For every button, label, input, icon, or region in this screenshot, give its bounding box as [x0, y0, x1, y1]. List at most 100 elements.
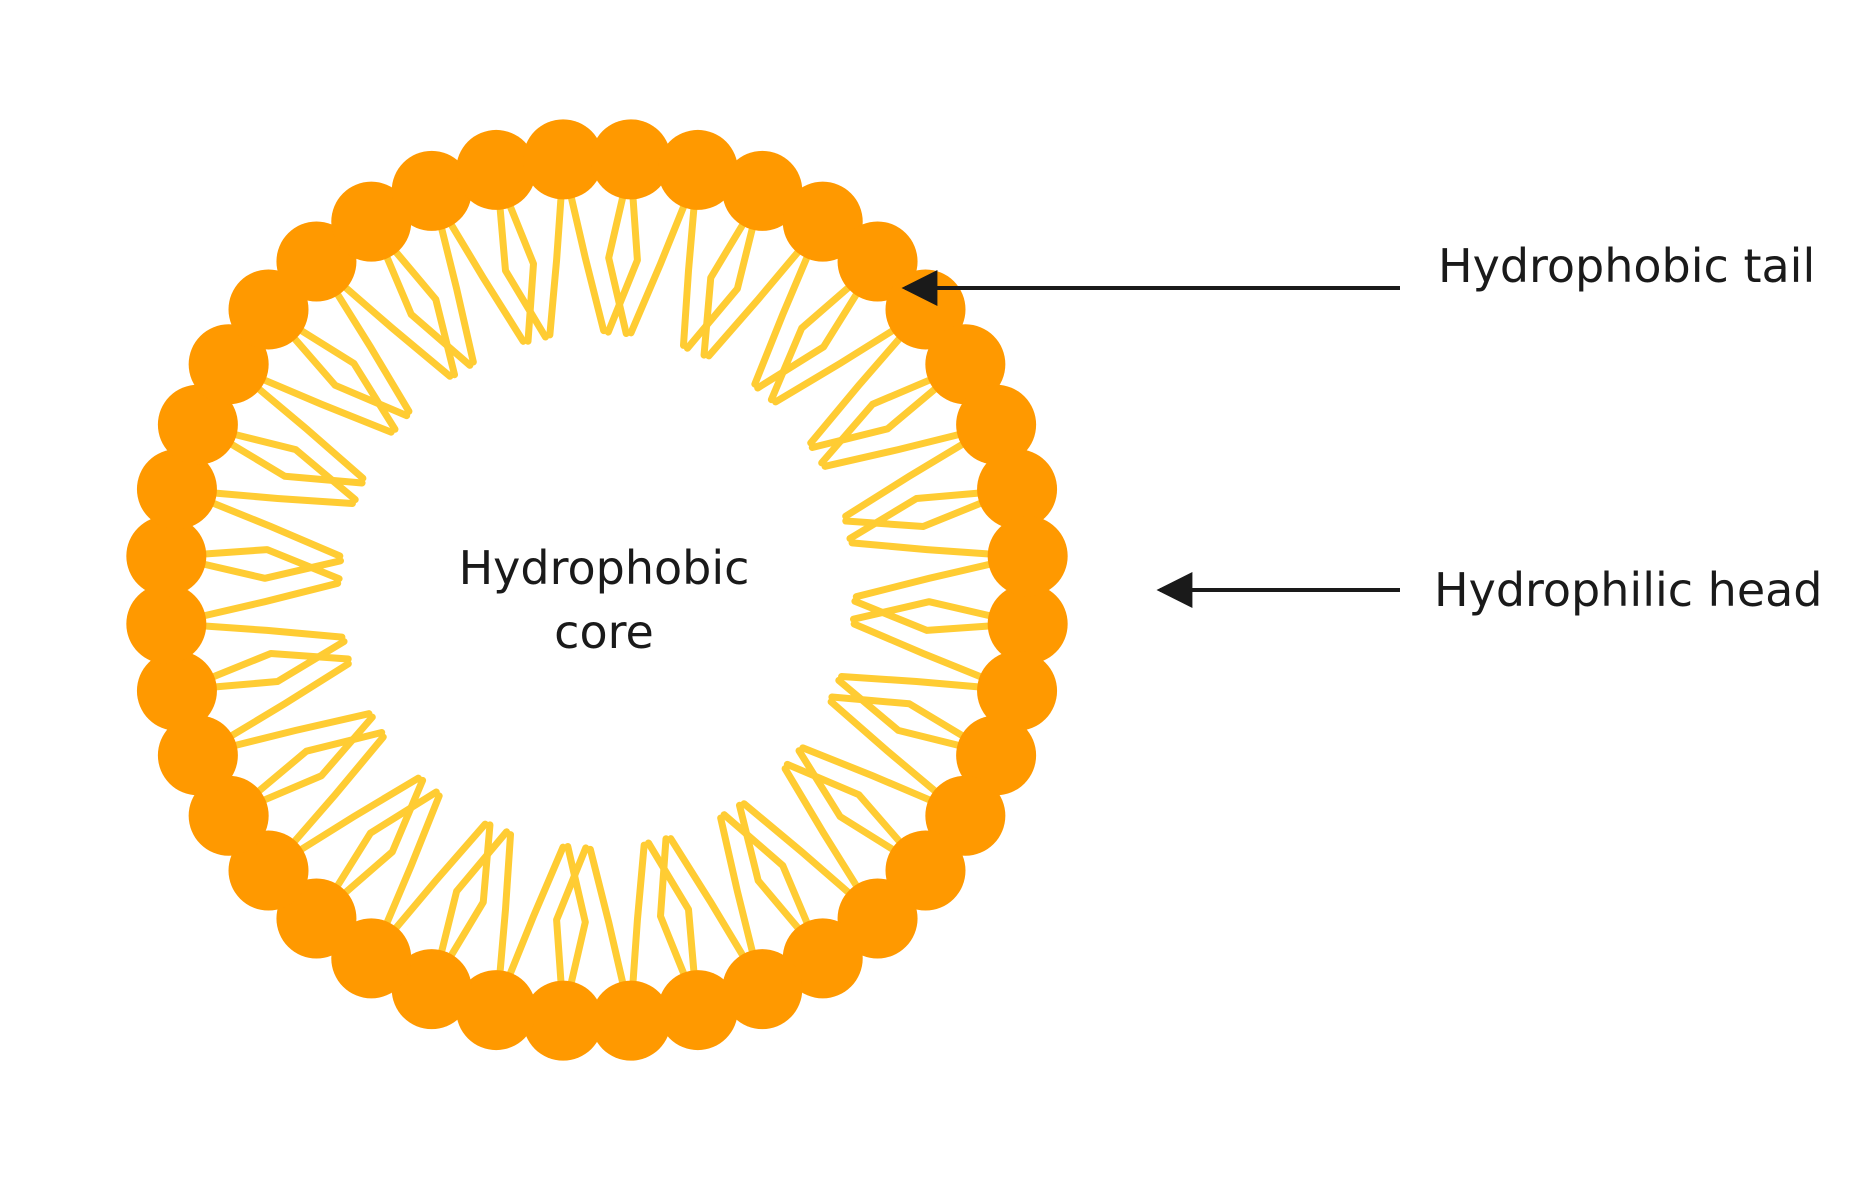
hydrophobic-tail [679, 206, 698, 349]
hydrophobic-tail [851, 597, 991, 634]
hydrophilic-head [456, 129, 537, 210]
hydrophilic-head [126, 583, 207, 664]
hydrophobic-tail [393, 820, 489, 931]
hydrophobic-tail [735, 801, 801, 931]
hydrophobic-tail [850, 620, 983, 680]
hydrophilic-head [331, 918, 412, 999]
hydrophobic-tail [393, 249, 459, 379]
hydrophilic-head [590, 980, 671, 1061]
hydrophobic-tail [213, 489, 356, 508]
hydrophobic-tail [291, 733, 387, 844]
hydrophobic-tail [334, 788, 440, 889]
hydrophilic-head [956, 384, 1037, 465]
hydrophilic-head [925, 775, 1006, 856]
hydrophobic-tail [334, 291, 413, 415]
hydrophobic-tail [667, 835, 746, 958]
core-label-line1: Hydrophobic [458, 541, 750, 595]
hydrophobic-tail [821, 431, 961, 470]
hydrophilic-head [188, 775, 269, 856]
hydrophobic-tail [827, 698, 938, 794]
hydrophobic-tail [838, 672, 981, 691]
hydrophobic-tail [384, 792, 443, 925]
hydrophobic-tail [553, 844, 590, 984]
hydrophobic-tail [848, 539, 991, 558]
hydrophobic-tail [842, 500, 983, 530]
hydrophobic-tail [203, 546, 343, 583]
hydrophobic-tail [717, 814, 756, 954]
tail-label: Hydrophobic tail [1438, 239, 1816, 293]
hydrophobic-tail [438, 828, 511, 954]
hydrophobic-tail [705, 249, 801, 360]
hydrophilic-head [331, 181, 412, 262]
hydrophobic-tail [807, 336, 903, 447]
hydrophobic-tail [262, 713, 376, 803]
hydrophobic-tail [233, 431, 359, 504]
hydrophilic-head [276, 221, 357, 302]
hydrophilic-head [391, 949, 472, 1030]
hydrophobic-tail [808, 386, 938, 452]
hydrophobic-tail [657, 835, 687, 976]
core-label-line2: core [554, 605, 654, 659]
hydrophobic-tail [256, 386, 367, 482]
hydrophobic-tail [835, 676, 961, 749]
hydrophobic-tail [203, 622, 346, 641]
hydrophobic-tail [298, 327, 399, 433]
hydrophobic-tail [202, 579, 342, 619]
hydrophobic-tail [211, 500, 344, 560]
hydrophobic-tail [507, 843, 567, 976]
hydrophobic-tail [799, 744, 932, 803]
hydrophilic-head [722, 949, 803, 1030]
hydrophilic-head [956, 715, 1037, 796]
hydrophobic-tail [604, 196, 641, 336]
hydrophobic-tail [229, 660, 352, 739]
hydrophobic-tail [629, 841, 648, 984]
hydrophobic-tail [740, 800, 851, 896]
hydrophilic-head [136, 449, 217, 530]
hydrophilic-heads [126, 119, 1068, 1061]
hydrophilic-head [157, 384, 238, 465]
hydrophobic-tail [818, 377, 932, 467]
hydrophilic-head [987, 583, 1068, 664]
hydrophobic-tail [233, 710, 373, 749]
hydrophobic-tail [586, 845, 626, 985]
core-label: Hydrophobic core [398, 536, 810, 664]
hydrophobic-tail [852, 561, 992, 601]
hydrophobic-tail [256, 728, 386, 794]
hydrophilic-head [925, 324, 1006, 405]
hydrophobic-tail [343, 284, 454, 380]
hydrophobic-tail [754, 291, 860, 392]
hydrophobic-tail [507, 204, 537, 345]
hydrophobic-tail [627, 204, 687, 337]
hydrophilic-head [977, 650, 1058, 731]
hydrophilic-head [837, 878, 918, 959]
hydrophobic-tail [546, 196, 565, 339]
hydrophobic-tail [842, 441, 965, 520]
hydrophobic-tail [438, 226, 477, 366]
hydrophobic-tail [298, 774, 422, 853]
hydrophilic-head [188, 324, 269, 405]
head-label: Hydrophilic head [1434, 563, 1823, 617]
hydrophilic-head [157, 715, 238, 796]
hydrophilic-head [391, 150, 472, 231]
hydrophobic-tail [384, 255, 474, 369]
hydrophobic-tail [683, 226, 756, 352]
hydrophobic-tail [795, 747, 896, 853]
hydrophilic-head [987, 516, 1068, 597]
hydrophobic-tails [202, 195, 992, 985]
hydrophilic-head [657, 129, 738, 210]
hydrophilic-head [523, 119, 604, 200]
hydrophobic-tail [781, 765, 860, 889]
hydrophobic-tail [496, 831, 515, 974]
hydrophilic-head [782, 918, 863, 999]
hydrophobic-tail [262, 377, 395, 436]
hydrophilic-head [722, 150, 803, 231]
hydrophobic-tail [448, 222, 527, 345]
hydrophilic-head [523, 980, 604, 1061]
hydrophilic-head [126, 516, 207, 597]
hydrophilic-head [590, 119, 671, 200]
hydrophilic-head [136, 650, 217, 731]
hydrophilic-head [782, 181, 863, 262]
hydrophobic-tail [211, 650, 352, 680]
hydrophilic-head [977, 449, 1058, 530]
